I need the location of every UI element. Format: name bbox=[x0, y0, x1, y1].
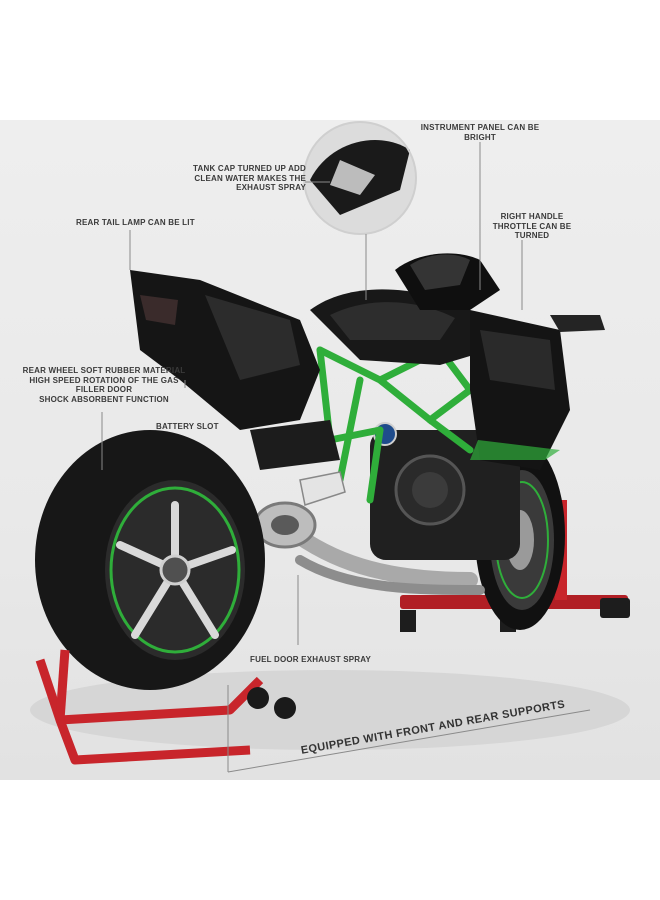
floor-shadow bbox=[30, 670, 630, 750]
motorcycle-illustration bbox=[30, 121, 630, 773]
label-rear-wheel-line3: SHOCK ABSORBENT FUNCTION bbox=[39, 394, 169, 404]
engine bbox=[370, 422, 520, 560]
label-tank-cap: TANK CAP TURNED UP ADD CLEAN WATER MAKES… bbox=[193, 164, 306, 192]
label-rear-tail-lamp: REAR TAIL LAMP CAN BE LIT bbox=[76, 218, 195, 227]
label-rear-wheel-line1: REAR WHEEL SOFT RUBBER MATERIAL bbox=[22, 366, 186, 375]
label-rear-wheel: REAR WHEEL SOFT RUBBER MATERIAL HIGH SPE… bbox=[20, 366, 188, 404]
label-battery-slot: BATTERY SLOT bbox=[156, 422, 219, 431]
leader-lines bbox=[101, 142, 591, 773]
rear-body bbox=[130, 270, 340, 470]
label-fuel-door: FUEL DOOR EXHAUST SPRAY bbox=[250, 655, 372, 664]
rear-stand bbox=[35, 649, 296, 765]
label-right-handle: RIGHT HANDLE THROTTLE CAN BE TURNED bbox=[492, 212, 572, 240]
exhaust bbox=[253, 471, 485, 595]
product-image-panel: INSTRUMENT PANEL CAN BE BRIGHT TANK CAP … bbox=[0, 120, 660, 780]
front-fairing bbox=[310, 253, 605, 470]
label-rear-wheel-line2: HIGH SPEED ROTATION OF THE GAS FILLER DO… bbox=[29, 375, 179, 395]
rear-wheel bbox=[35, 430, 265, 690]
label-instrument-panel: INSTRUMENT PANEL CAN BE BRIGHT bbox=[420, 123, 540, 142]
tank-cap-detail-inset bbox=[303, 121, 417, 235]
